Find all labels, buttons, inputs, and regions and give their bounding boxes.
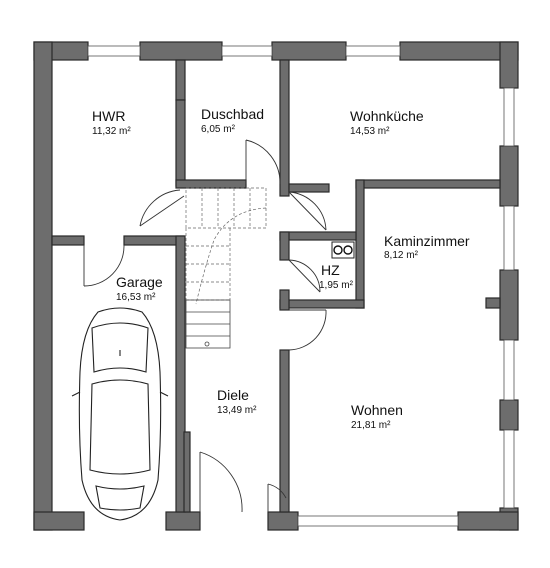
room-name-garage: Garage (116, 274, 163, 290)
room-name-hz: HZ (321, 262, 340, 278)
room-name-kaminzimmer: Kaminzimmer (384, 233, 470, 249)
staircase (185, 187, 267, 349)
room-area-wohnkueche: 14,53 m² (350, 126, 390, 137)
stove-icon (331, 241, 355, 259)
room-name-wohnkueche: Wohnküche (350, 108, 424, 124)
doors (83, 139, 327, 513)
room-area-wohnen: 21,81 m² (351, 420, 391, 431)
exterior-walls (33, 41, 519, 531)
windows (87, 45, 515, 527)
room-name-wohnen: Wohnen (351, 402, 403, 418)
room-area-diele: 13,49 m² (217, 405, 257, 416)
room-area-garage: 16,53 m² (116, 292, 156, 303)
car-icon (71, 307, 169, 521)
room-name-hwr: HWR (92, 108, 125, 124)
room-name-diele: Diele (217, 387, 249, 403)
room-name-duschbad: Duschbad (201, 106, 264, 122)
room-labels: HWR 11,32 m² Duschbad 6,05 m² Wohnküche … (92, 106, 470, 431)
room-area-hwr: 11,32 m² (92, 126, 131, 137)
room-area-kaminzimmer: 8,12 m² (384, 250, 419, 261)
room-area-duschbad: 6,05 m² (201, 124, 236, 135)
room-area-hz: 1,95 m² (319, 280, 354, 291)
